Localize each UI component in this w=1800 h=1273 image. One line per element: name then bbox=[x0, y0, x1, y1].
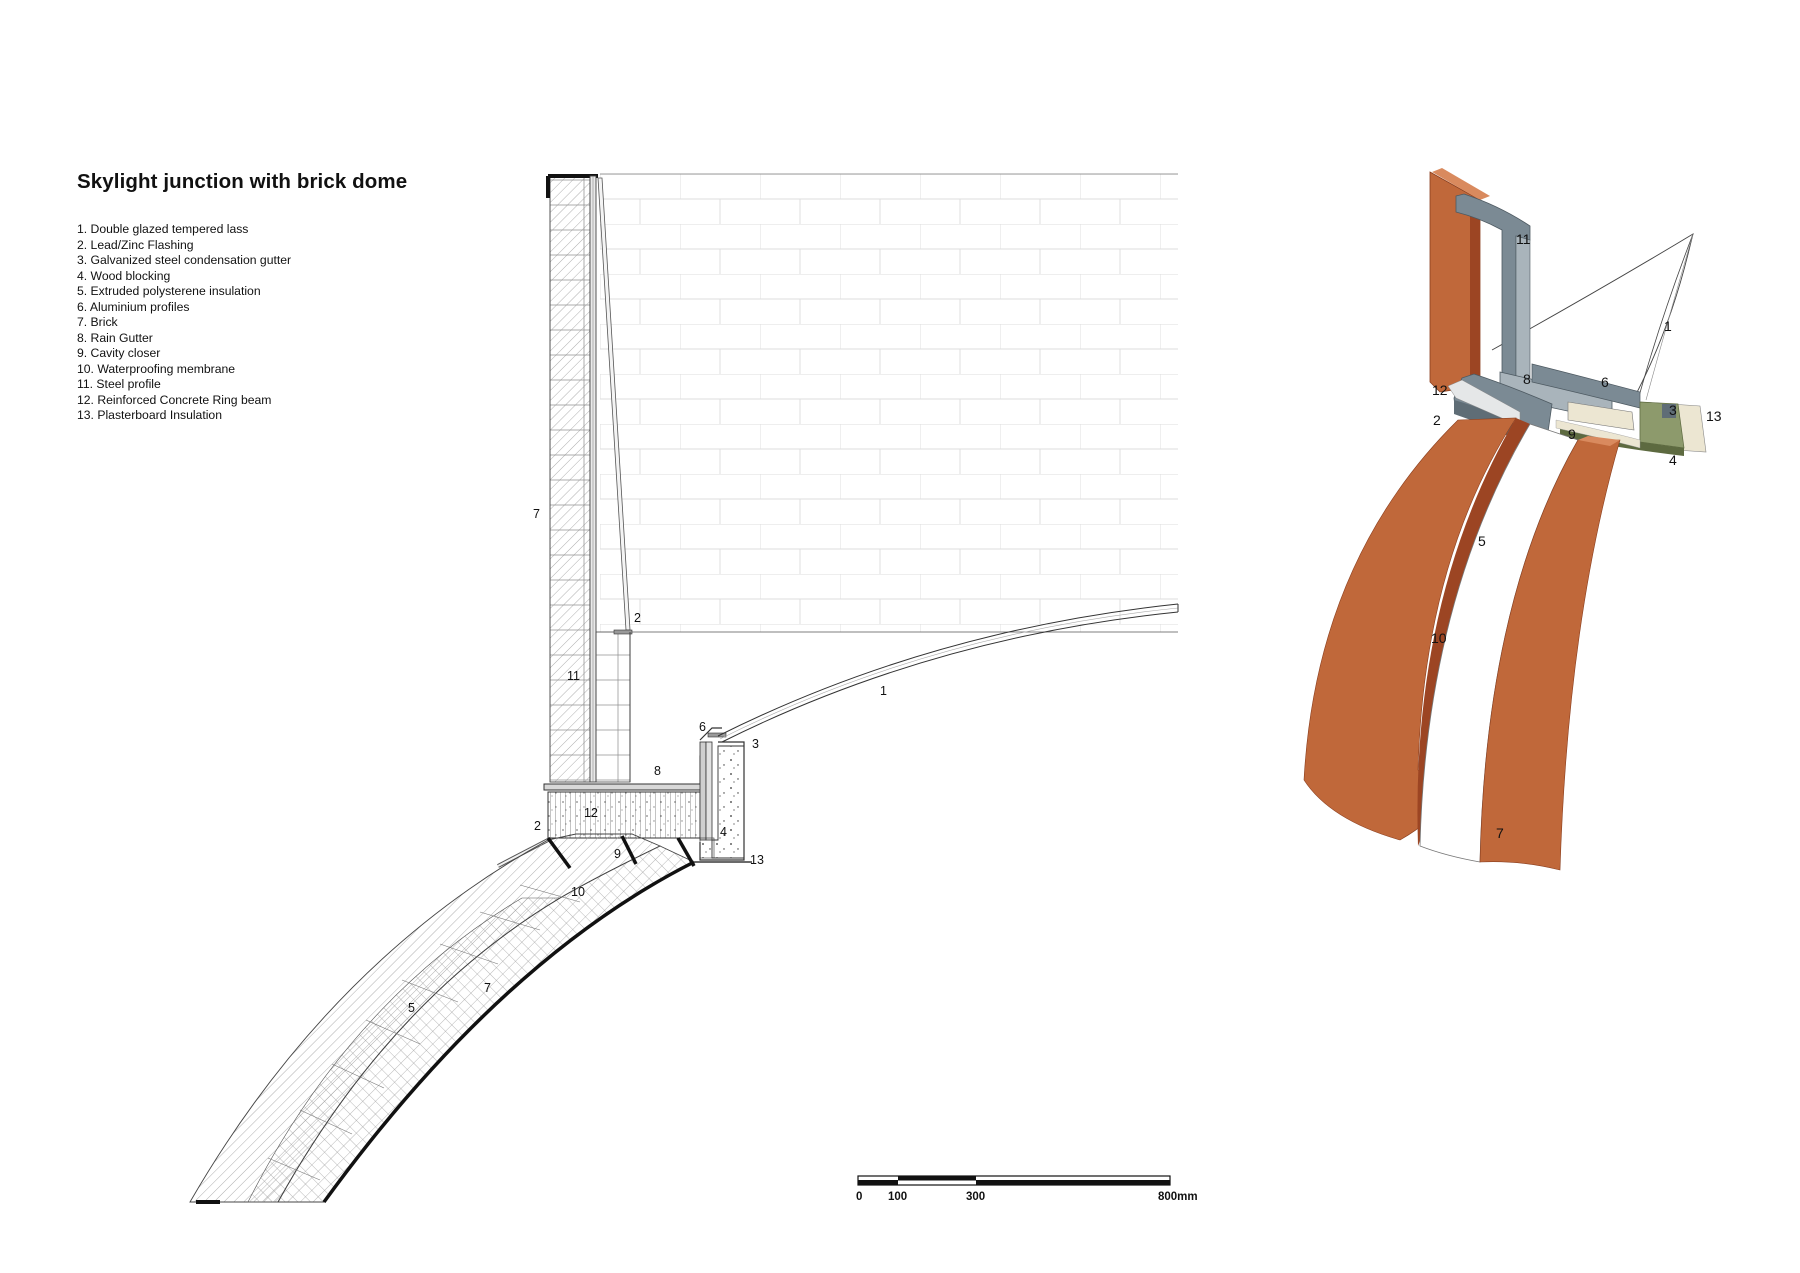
iso-dome-brick-inner bbox=[1303, 417, 1517, 841]
callout-2-wall: 2 bbox=[634, 611, 641, 625]
iso-callout-10: 10 bbox=[1431, 630, 1447, 646]
drawing-title: Skylight junction with brick dome bbox=[77, 170, 408, 193]
legend-item: 11. Steel profile bbox=[77, 377, 161, 391]
callout-7-wall: 7 bbox=[533, 507, 540, 521]
skylight-glass bbox=[717, 603, 1179, 737]
scale-tick-0: 0 bbox=[856, 1191, 862, 1203]
wall-elevation bbox=[600, 174, 1178, 632]
callout-12: 12 bbox=[584, 806, 598, 820]
legend-item: 1. Double glazed tempered lass bbox=[77, 222, 249, 236]
legend-item: 7. Brick bbox=[77, 315, 118, 329]
iso-callout-5: 5 bbox=[1478, 533, 1486, 549]
callout-3: 3 bbox=[752, 737, 759, 751]
callout-7-dome: 7 bbox=[484, 981, 491, 995]
callout-10: 10 bbox=[571, 885, 585, 899]
scale-tick-800: 800mm bbox=[1158, 1191, 1198, 1203]
callout-8: 8 bbox=[654, 764, 661, 778]
legend-item: 4. Wood blocking bbox=[77, 268, 171, 283]
callout-11: 11 bbox=[567, 669, 580, 683]
iso-callout-7: 7 bbox=[1496, 825, 1504, 841]
scale-tick-100: 100 bbox=[888, 1191, 907, 1203]
legend-item: 2. Lead/Zinc Flashing bbox=[77, 237, 194, 252]
scale-tick-300: 300 bbox=[966, 1191, 985, 1203]
legend-item: 3. Galvanized steel condensation gutter bbox=[77, 253, 292, 267]
iso-callout-4: 4 bbox=[1669, 452, 1677, 468]
iso-callout-8: 8 bbox=[1523, 371, 1531, 387]
legend-item: 6. Aluminium profiles bbox=[77, 299, 190, 314]
callout-5: 5 bbox=[408, 1001, 415, 1015]
legend-item: 8. Rain Gutter bbox=[77, 330, 153, 345]
legend-item: 5. Extruded polysterene insulation bbox=[77, 284, 261, 298]
scale-bar: 0 100 300 800mm bbox=[856, 1175, 1198, 1203]
iso-callout-11: 11 bbox=[1516, 231, 1531, 247]
callout-2-dome: 2 bbox=[534, 819, 541, 833]
wood-blocking bbox=[711, 745, 745, 859]
callout-9: 9 bbox=[614, 847, 621, 861]
iso-callout-6: 6 bbox=[1601, 374, 1609, 390]
isometric-view: 1 2 3 4 5 6 7 8 9 10 11 12 13 bbox=[1303, 168, 1722, 871]
legend-item: 12. Reinforced Concrete Ring beam bbox=[77, 392, 272, 407]
callout-1: 1 bbox=[880, 684, 887, 698]
legend-item: 13. Plasterboard Insulation bbox=[77, 408, 222, 422]
legend-list: 1. Double glazed tempered lass 2. Lead/Z… bbox=[77, 222, 291, 424]
legend-item: 9. Cavity closer bbox=[77, 346, 161, 360]
callout-6: 6 bbox=[699, 720, 706, 734]
iso-callout-3: 3 bbox=[1669, 402, 1677, 418]
iso-dome-brick-outer bbox=[1479, 439, 1621, 871]
iso-callout-9: 9 bbox=[1568, 426, 1576, 442]
legend-item: 10. Waterproofing membrane bbox=[77, 361, 236, 376]
section-drawing: 1 2 2 3 4 5 6 7 7 8 9 10 11 12 13 bbox=[189, 173, 1179, 1204]
iso-callout-1: 1 bbox=[1664, 318, 1672, 334]
callout-4: 4 bbox=[720, 825, 727, 839]
iso-callout-2: 2 bbox=[1433, 412, 1441, 428]
callout-13: 13 bbox=[750, 853, 764, 867]
iso-callout-13: 13 bbox=[1706, 408, 1722, 424]
iso-callout-12: 12 bbox=[1432, 382, 1448, 398]
